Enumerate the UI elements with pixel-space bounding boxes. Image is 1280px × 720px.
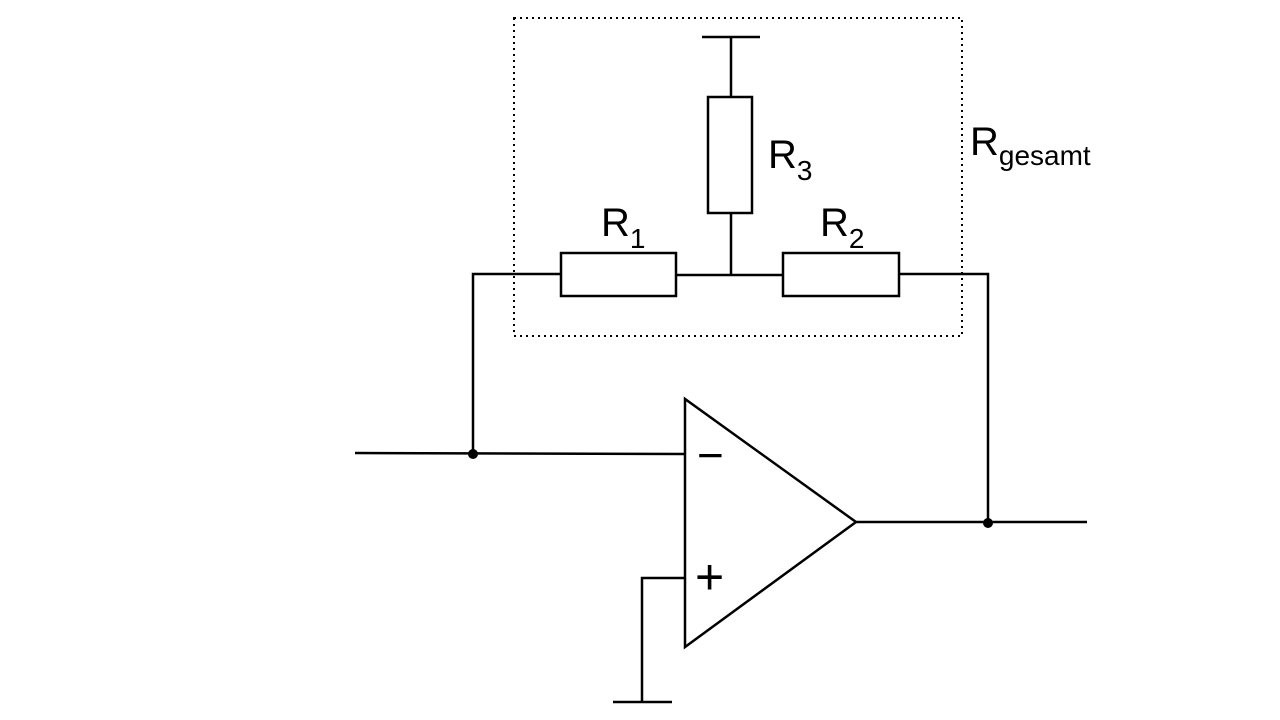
resistor-r1-icon bbox=[559, 251, 678, 298]
resistor-r3-icon bbox=[706, 95, 754, 215]
input-junction-dot bbox=[468, 449, 478, 459]
left-feedback-wire bbox=[471, 272, 561, 453]
right-feedback-wire bbox=[899, 272, 990, 522]
label-r2: R2 bbox=[820, 201, 864, 254]
input-wire bbox=[354, 451, 686, 456]
output-junction-dot bbox=[983, 518, 993, 528]
opamp-minus-sign: − bbox=[697, 429, 724, 481]
opamp-plus-sign: + bbox=[695, 549, 724, 605]
label-r-gesamt: Rgesamt bbox=[970, 120, 1091, 171]
ground-wire bbox=[640, 576, 685, 702]
resistor-r2-icon bbox=[781, 251, 901, 298]
label-r3: R3 bbox=[768, 133, 812, 186]
label-r1: R1 bbox=[601, 201, 645, 254]
resistor-network-box bbox=[513, 17, 963, 337]
opamp-triangle-icon bbox=[683, 396, 859, 650]
